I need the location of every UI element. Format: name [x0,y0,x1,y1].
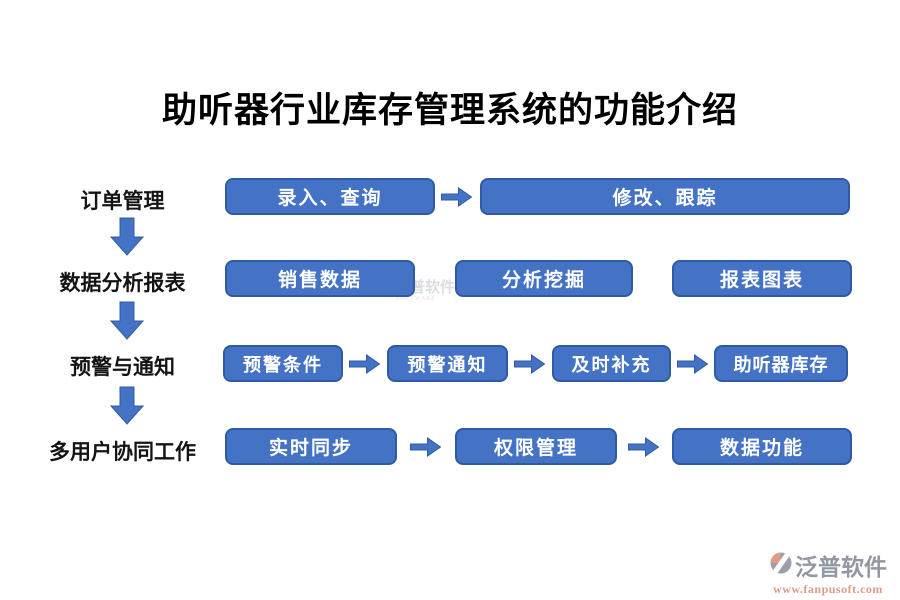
row-label-order-management: 订单管理 [80,189,165,213]
right-arrow-icon [627,437,660,457]
row-label-alert-notification: 预警与通知 [70,355,175,379]
flow-box-modify-track: 修改、跟踪 [480,178,850,215]
down-arrow-icon [110,217,144,257]
flow-box-realtime-sync: 实时同步 [225,428,397,465]
right-arrow-icon [440,187,473,207]
flow-box-data-function: 数据功能 [672,428,852,465]
right-arrow-icon [676,354,709,374]
right-arrow-icon [513,354,546,374]
row-label-data-analysis-report: 数据分析报表 [59,271,186,295]
right-arrow-icon [348,354,381,374]
flow-box-entry-query: 录入、查询 [225,178,435,215]
flow-box-alert-conditions: 预警条件 [223,345,343,382]
watermark-subtext: SOFTWARE [396,296,436,302]
right-arrow-icon [409,437,442,457]
logo-name: 泛普软件 [795,555,887,580]
flow-box-timely-replenish: 及时补充 [552,345,671,382]
flow-box-alert-notice: 预警通知 [387,345,508,382]
down-arrow-icon [110,301,144,341]
down-arrow-icon [110,386,144,426]
row-label-multiuser-collaboration: 多用户协同工作 [49,440,196,464]
flow-box-sales-data: 销售数据 [225,260,415,297]
diagram-title: 助听器行业库存管理系统的功能介绍 [161,91,738,130]
logo-url: www.fanpusoft.com [773,582,883,596]
flow-box-report-charts: 报表图表 [672,260,852,297]
flow-box-permission-management: 权限管理 [455,428,617,465]
flow-box-analysis-mining: 分析挖掘 [455,260,633,297]
flow-box-hearing-aid-inventory: 助听器库存 [714,345,848,382]
logo-icon [769,550,793,580]
footer-logo: 泛普软件 www.fanpusoft.com [764,548,892,597]
